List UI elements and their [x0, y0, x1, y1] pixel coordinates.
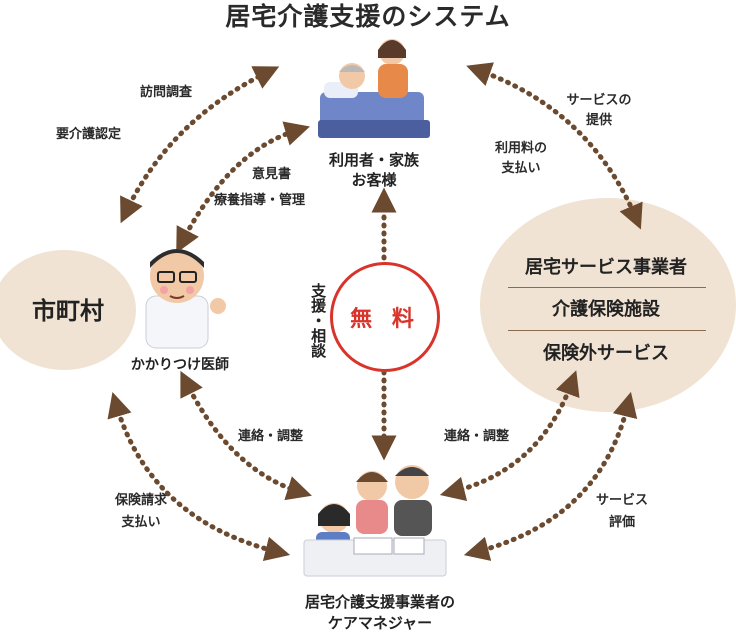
bed-caregiver-illustration	[318, 39, 430, 138]
caremanager-label-line1: 居宅介護支援事業者の	[304, 593, 455, 611]
arrow-municipality-user	[120, 66, 280, 224]
provider-facility: 介護保険施設	[552, 299, 660, 320]
label-opinion: 意見書	[252, 167, 292, 182]
label-guidance: 療養指導・管理	[214, 193, 306, 208]
label-insurance-claim-2: 支払い	[121, 515, 161, 530]
label-service-eval-2: 評価	[608, 515, 635, 530]
label-care-certification: 要介護認定	[56, 127, 122, 142]
free-badge: 無 料	[330, 262, 440, 372]
user-label-line1: 利用者・家族	[328, 151, 419, 169]
label-service-eval-1: サービス	[595, 493, 648, 508]
provider-divider-2	[508, 330, 706, 331]
municipality-circle	[0, 250, 136, 370]
label-insurance-claim-1: 保険請求	[114, 493, 167, 508]
label-liaison-left: 連絡・調整	[238, 429, 304, 444]
arrow-municipality-caremanager	[107, 392, 291, 562]
doctor-label: かかりつけ医師	[130, 357, 230, 373]
doctor-illustration	[145, 249, 226, 349]
arrow-doctor-caremanager	[180, 370, 312, 501]
label-support-consult-text: 支援・相談	[309, 282, 328, 358]
caremanager-label-line2: ケアマネジャー	[327, 614, 433, 632]
label-service-provision-2: 提供	[585, 113, 612, 128]
diagram-title: 居宅介護支援のシステム	[225, 2, 511, 31]
provider-divider-1	[508, 287, 706, 288]
arrow-providers-caremanager-eval	[463, 391, 638, 561]
arrow-doctor-user	[176, 121, 310, 254]
care-manager-consultation-illustration	[303, 465, 447, 577]
municipality-label: 市町村	[32, 297, 104, 325]
label-fee-payment-2: 支払い	[501, 161, 541, 176]
provider-non-insured: 保険外サービス	[543, 343, 669, 364]
label-liaison-right: 連絡・調整	[444, 429, 510, 444]
label-fee-payment-1: 利用料の	[494, 141, 547, 156]
arrow-user-providers	[466, 62, 643, 230]
label-visit-survey: 訪問調査	[140, 85, 193, 100]
label-support-consult: 支援・相談	[307, 270, 329, 370]
provider-home-service: 居宅サービス事業者	[525, 257, 687, 278]
label-service-provision-1: サービスの	[566, 93, 632, 108]
user-label-line2: お客様	[351, 171, 397, 189]
